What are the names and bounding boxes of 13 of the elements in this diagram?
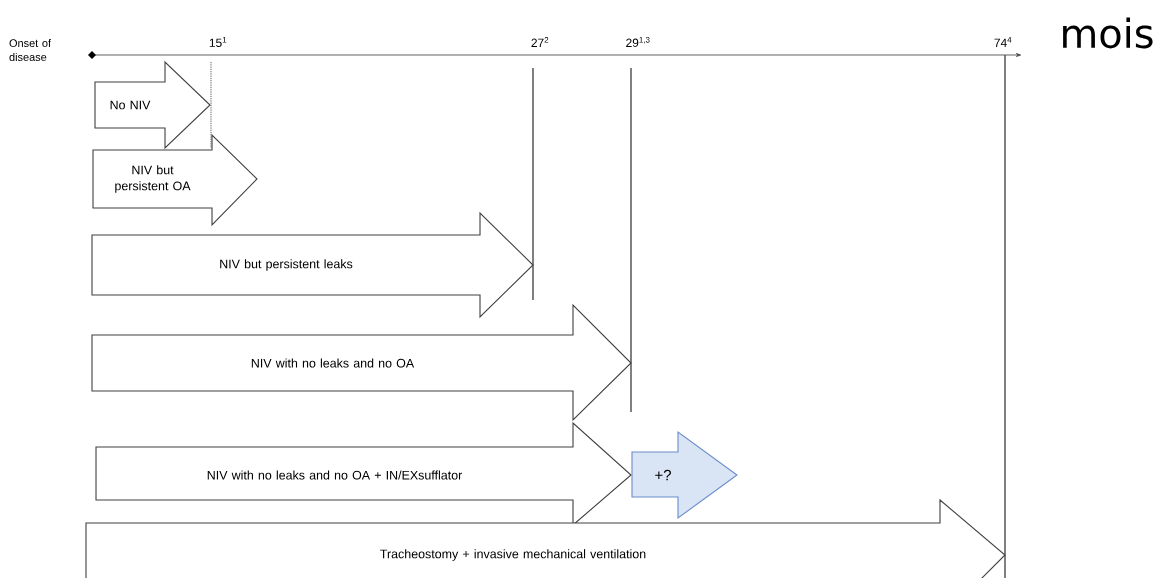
phase-band: NIV with no leaks and no OA [91, 303, 632, 422]
axis-label: 27$^{2}$ [531, 37, 549, 47]
phase-band: Tracheostomy + invasive mechanical ventilation [85, 498, 1006, 578]
phase-band: NIV with no leaks and no OA + IN/EXsufflator [95, 421, 632, 527]
axis-label: 29$^{1,3}$ [626, 37, 650, 47]
axis-label: Onset of disease [9, 39, 52, 61]
phase-band: +? [631, 430, 738, 520]
phase-band: No NIV [94, 60, 211, 150]
axis-label: 74$^{4}$ [994, 37, 1012, 47]
unit-label: mois [1063, 17, 1153, 49]
axis-label: 15$^{1}$ [209, 37, 227, 47]
phase-band: NIV but persistent OA [92, 133, 258, 227]
phase-band: NIV but persistent leaks [91, 211, 534, 319]
